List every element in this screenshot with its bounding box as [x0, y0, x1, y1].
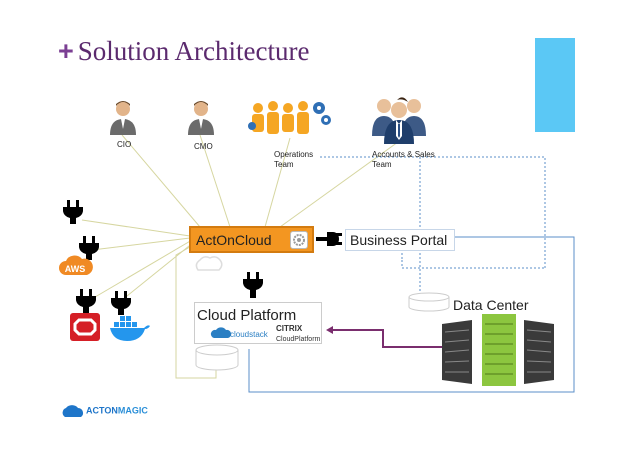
gear-icon [290, 231, 308, 249]
business-portal-label: Business Portal [350, 232, 448, 248]
actoncloud-node[interactable]: ActOnCloud [189, 226, 314, 253]
portal-plug-icon [316, 232, 342, 246]
plug-icon [243, 272, 263, 298]
db-cylinder-bottom [195, 350, 239, 371]
accounts-label-line2: Team [372, 160, 392, 169]
business-portal-node[interactable]: Business Portal [345, 229, 455, 251]
cloud-icon [62, 405, 83, 417]
citrix-label: CITRIX [276, 324, 303, 333]
cloudstack-label: cloudstack [230, 330, 269, 339]
docker-icon [110, 316, 150, 341]
actonmagic-logo: ACTONMAGIC [60, 404, 148, 418]
aws-label: AWS [65, 264, 86, 274]
cmo-person-icon [188, 101, 214, 135]
line-cmo [199, 134, 231, 228]
line-accounts [279, 141, 399, 228]
cloudstack-logo: cloudstack [210, 327, 269, 339]
openstack-icon [70, 313, 100, 341]
server-rack-icon [442, 314, 554, 386]
plug-icon [111, 291, 131, 315]
line-loop [175, 243, 217, 379]
line-ops [264, 137, 291, 228]
line-plug2 [91, 237, 191, 251]
page-title: +Solution Architecture [58, 36, 309, 67]
cio-label: CIO [117, 140, 132, 149]
aws-icon: AWS [59, 255, 93, 275]
citrix-logo: CITRIX CloudPlatform [276, 324, 321, 343]
data-center-label: Data Center [453, 297, 529, 313]
line-plug1 [81, 219, 191, 237]
accent-bar [535, 38, 575, 132]
cloud-platform-label: Cloud Platform [197, 307, 297, 324]
citrix-cloudplatform-label: CloudPlatform [276, 336, 321, 343]
brain-icon [195, 256, 223, 271]
cmo-label: CMO [194, 142, 213, 151]
ops-label-line2: Team [274, 160, 294, 169]
dashed-loop [419, 156, 546, 291]
ops-label-line1: Operations [274, 150, 314, 159]
accounts-team-icon [372, 97, 426, 144]
line-cio [121, 134, 201, 228]
plug-icon [76, 289, 96, 313]
logo-part2: MAGIC [117, 405, 148, 416]
title-plus: + [58, 36, 74, 66]
actoncloud-label: ActOnCloud [196, 232, 272, 248]
cio-person-icon [110, 101, 136, 135]
dashed-bp [401, 260, 545, 269]
operations-team-gears-icon [248, 101, 331, 134]
datacenter-arrow [326, 326, 333, 334]
line-plug3 [89, 239, 193, 301]
title-text: Solution Architecture [77, 36, 310, 66]
plug-icon [63, 200, 83, 224]
blue-outline [248, 236, 575, 393]
datacenter-link [328, 329, 443, 348]
plug-icon [79, 236, 99, 260]
logo-part1: ACTON [86, 405, 118, 416]
accounts-label-line1: Accounts & Sales [372, 150, 435, 159]
